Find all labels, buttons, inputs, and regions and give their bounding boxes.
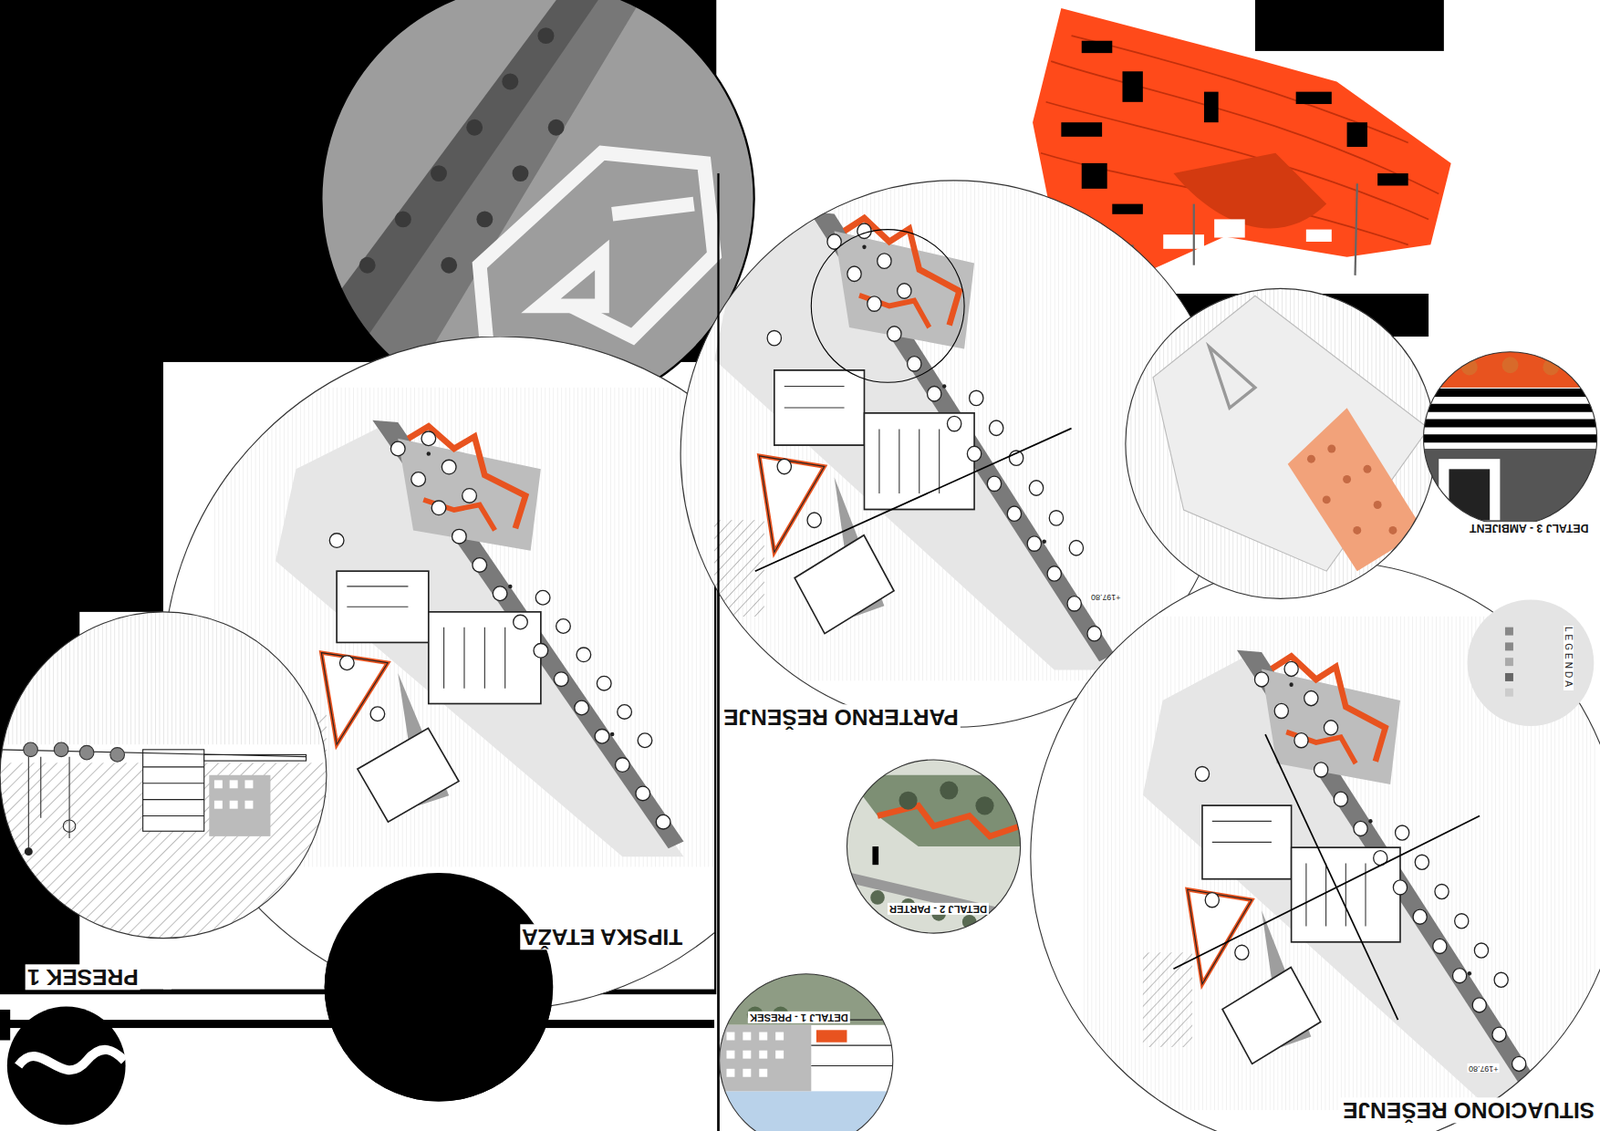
sheet-heading: TIPSKA ETAŽA bbox=[519, 924, 685, 950]
sheet-heading: PARTERNO REŠENJE bbox=[721, 704, 961, 730]
plan-annotation: +197.80 bbox=[1467, 1063, 1500, 1073]
plan-annotation: +197.80 bbox=[1090, 592, 1123, 602]
drawing-circle: DETALJ 3 - AMBIJENT bbox=[1125, 288, 1436, 599]
drawing-circle: PRESEK 1 bbox=[0, 612, 327, 939]
sheet-heading: DETALJ 3 - AMBIJENT bbox=[1467, 521, 1591, 535]
drawing-circle: TIPSKA ETAŽA bbox=[163, 336, 837, 1010]
drawing-circle: PARTERNO REŠENJE bbox=[680, 180, 1228, 728]
drawing-circle: DETALJ 1 - PRESEK bbox=[719, 974, 894, 1131]
drawing-circle: SITUACIONO REŠENJE bbox=[1030, 561, 1600, 1131]
sheet-heading: DETALJ 1 - PRESEK bbox=[748, 1011, 851, 1024]
sheet-heading: PRESEK 1 bbox=[25, 964, 141, 990]
sheet-heading: SITUACIONO REŠENJE bbox=[1340, 1097, 1597, 1123]
plan-annotation: LEGENDA bbox=[1563, 625, 1574, 691]
sheet-heading: DETALJ 2 - PARTER bbox=[887, 903, 989, 915]
drawing-circle: DETALJ 2 - PARTER bbox=[846, 759, 1020, 934]
